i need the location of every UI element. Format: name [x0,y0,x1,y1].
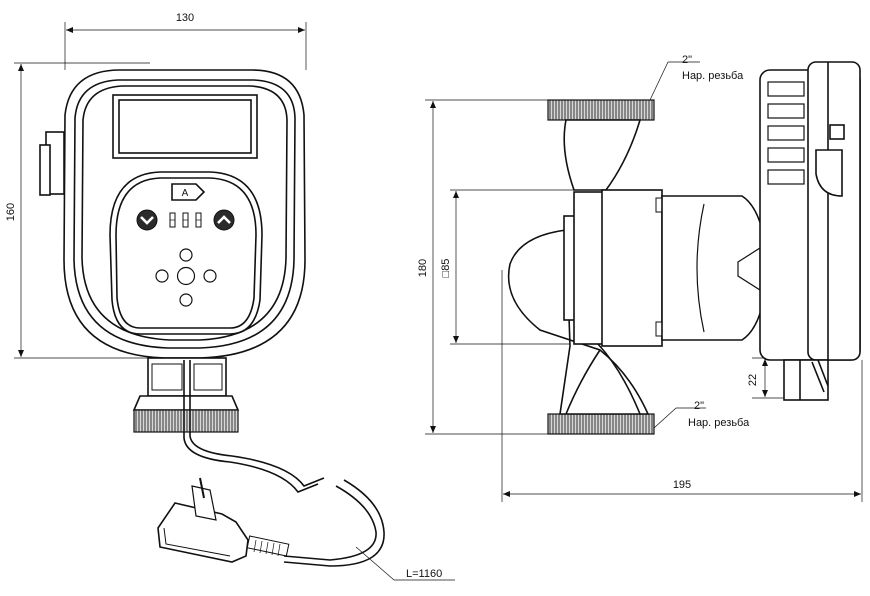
pump-housing-rim [73,79,296,349]
front-thread [133,409,239,433]
up-button[interactable] [213,209,235,231]
dimension-front-width: 130 [64,12,307,70]
top-thread-size: 2" [682,54,692,66]
motor-flange [573,191,607,345]
front-width-label: 130 [176,12,194,24]
front-height-label: 160 [5,203,17,221]
motor-flange-ring [601,189,663,347]
volute-top [563,119,642,191]
lcd-display [112,94,258,159]
square-label: □85 [440,259,452,278]
side-latch-inner [39,144,51,196]
side-view: 180 □85 195 22 [417,54,863,502]
top-thread [547,99,655,121]
bottom-thread-size: 2" [694,400,704,412]
chevron-up-icon [217,215,231,224]
mode-indicator[interactable]: A [171,183,206,201]
mode-label: A [182,188,189,199]
led-indicators [169,212,202,228]
keypad[interactable] [155,248,217,307]
bottom-thread-text: Нар. резьба [688,417,750,429]
offset-label: 22 [747,374,759,386]
dimension-side-width: 195 [501,270,863,502]
top-thread-text: Нар. резьба [682,70,744,82]
side-height-label: 180 [417,259,429,277]
bottom-thread [547,413,655,435]
cable-length-label: L=1160 [406,568,442,580]
cable-clip [815,149,843,197]
chevron-down-icon [140,216,154,225]
dimension-front-height: 160 [5,62,150,359]
cable-gland [783,359,829,401]
dimension-side-height: 180 [417,99,548,435]
power-cable [183,360,385,567]
cable-length-callout: L=1160 [355,546,455,581]
top-thread-callout: 2" Нар. резьба [649,54,744,101]
front-view: 130 160 A [5,12,455,581]
power-plug-icon [157,477,290,563]
cooling-fins [767,81,805,185]
bottom-thread-callout: 2" Нар. резьба [653,400,750,429]
front-pipe-body [132,357,240,433]
side-width-label: 195 [673,479,691,491]
volute-bottom [507,229,650,415]
down-button[interactable] [136,209,158,231]
